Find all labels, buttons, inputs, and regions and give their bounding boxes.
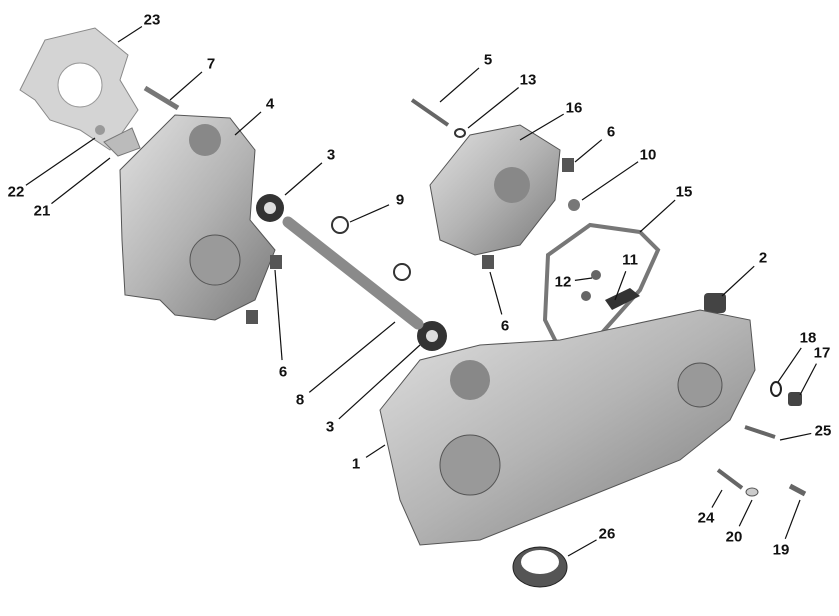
plug-17 bbox=[788, 392, 802, 406]
plate-11 bbox=[605, 288, 640, 310]
bolt-19 bbox=[788, 483, 807, 497]
washer-20 bbox=[745, 487, 759, 497]
leader-line-12 bbox=[574, 277, 593, 281]
callout-23: 23 bbox=[143, 11, 161, 29]
screw-12-b bbox=[581, 291, 591, 301]
leader-line-24 bbox=[711, 489, 723, 508]
bolt-25 bbox=[744, 425, 776, 439]
leader-line-20 bbox=[738, 499, 753, 527]
leader-line-22 bbox=[25, 137, 96, 186]
callout-5: 5 bbox=[483, 51, 493, 69]
leader-line-18 bbox=[777, 347, 802, 383]
leader-line-10 bbox=[581, 161, 639, 201]
leader-line-2 bbox=[721, 265, 755, 297]
bolt-7 bbox=[143, 85, 180, 111]
leader-line-8 bbox=[308, 321, 396, 393]
leader-line-26 bbox=[567, 539, 597, 557]
bracket-21 bbox=[103, 127, 141, 157]
leader-line-9 bbox=[349, 204, 390, 223]
leader-line-21 bbox=[51, 157, 111, 205]
callout-25: 25 bbox=[814, 422, 832, 440]
callout-12: 12 bbox=[554, 273, 572, 291]
leader-line-7 bbox=[169, 71, 203, 101]
leader-line-11 bbox=[614, 271, 627, 301]
callout-3: 3 bbox=[326, 146, 336, 164]
leader-line-6 bbox=[574, 139, 603, 163]
callout-8: 8 bbox=[295, 391, 305, 409]
callout-17: 17 bbox=[813, 344, 831, 362]
leader-line-3 bbox=[338, 344, 421, 420]
callout-1: 1 bbox=[351, 455, 361, 473]
callout-9: 9 bbox=[395, 191, 405, 209]
callout-11: 11 bbox=[622, 251, 638, 269]
callout-10: 10 bbox=[639, 146, 657, 164]
leader-line-17 bbox=[799, 363, 817, 396]
callout-26: 26 bbox=[598, 525, 616, 543]
callout-13: 13 bbox=[519, 71, 537, 89]
callout-18: 18 bbox=[799, 329, 817, 347]
circlip-9-a bbox=[331, 216, 349, 234]
leader-line-15 bbox=[639, 199, 676, 233]
callout-15: 15 bbox=[675, 183, 693, 201]
leader-line-1 bbox=[365, 444, 386, 458]
leader-line-4 bbox=[234, 111, 262, 136]
callout-6: 6 bbox=[278, 363, 288, 381]
gasket-15 bbox=[542, 222, 661, 353]
leader-line-5 bbox=[439, 67, 480, 103]
dowel-6-d bbox=[562, 158, 574, 172]
leader-line-16 bbox=[519, 113, 564, 141]
callout-20: 20 bbox=[725, 528, 743, 546]
callout-6: 6 bbox=[606, 123, 616, 141]
leader-line-6 bbox=[274, 269, 283, 361]
callout-19: 19 bbox=[772, 541, 790, 559]
screw-22 bbox=[95, 125, 105, 135]
oring-18 bbox=[770, 381, 782, 397]
leader-line-19 bbox=[784, 499, 801, 539]
screw-12-a bbox=[591, 270, 601, 280]
nut-10 bbox=[568, 199, 580, 211]
callout-16: 16 bbox=[565, 99, 583, 117]
leader-line-3 bbox=[284, 162, 323, 196]
leader-line-23 bbox=[117, 26, 143, 43]
callout-4: 4 bbox=[265, 95, 275, 113]
callout-7: 7 bbox=[206, 55, 216, 73]
dowel-6-b bbox=[246, 310, 258, 324]
shaft-8 bbox=[282, 216, 424, 330]
dowel-6-a bbox=[270, 255, 282, 269]
bushing-2 bbox=[704, 293, 726, 313]
stud-5 bbox=[410, 98, 450, 127]
callout-3: 3 bbox=[325, 418, 335, 436]
callout-2: 2 bbox=[758, 249, 768, 267]
leader-line-25 bbox=[779, 432, 812, 441]
callout-22: 22 bbox=[7, 183, 25, 201]
leader-line-6 bbox=[489, 271, 503, 315]
leader-line-13 bbox=[467, 87, 520, 129]
callout-6: 6 bbox=[500, 317, 510, 335]
callout-24: 24 bbox=[697, 509, 715, 527]
dowel-6-c bbox=[482, 255, 494, 269]
callout-21: 21 bbox=[33, 202, 51, 220]
bolt-24 bbox=[716, 468, 744, 490]
oring-13 bbox=[454, 128, 466, 138]
circlip-9-b bbox=[393, 263, 411, 281]
